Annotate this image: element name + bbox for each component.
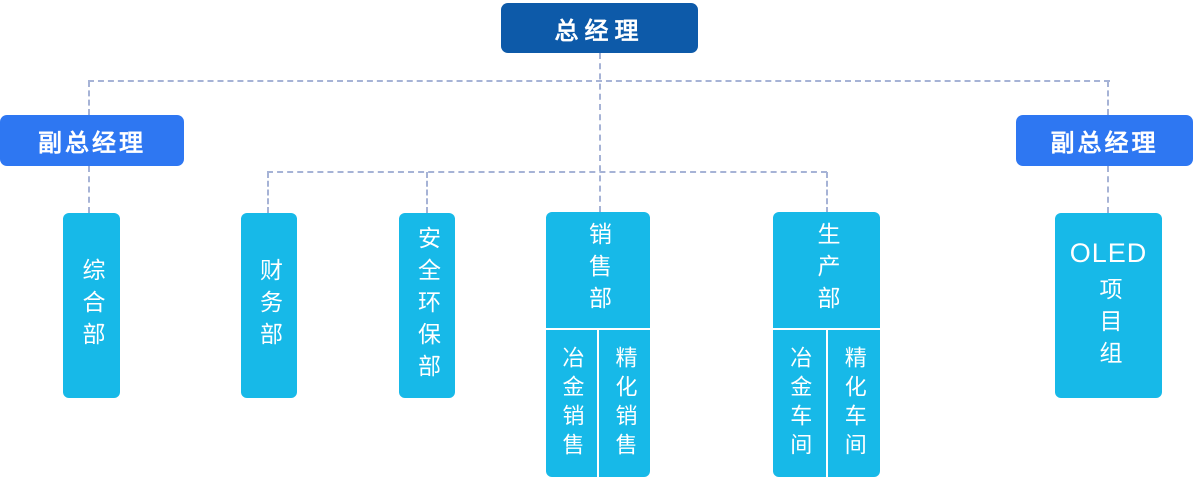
production-dept-label: 生产部 [814,222,840,318]
oled-label-en: OLED [1069,238,1148,268]
subunit-fine-chemical-sales: 精化销售 [597,330,650,477]
connector-finance-drop [267,172,269,213]
connector-deputy-left-top [88,81,90,115]
deputy-right-label: 副总经理 [1050,130,1159,157]
production-dept-header: 生产部 [773,212,880,330]
sales-dept-label: 销售部 [585,222,612,318]
node-finance-dept: 财务部 [241,213,297,398]
connector-level2-horizontal [267,171,827,173]
sales-dept-subunits: 冶金销售 精化销售 [546,330,650,477]
metallurgy-sales-label: 冶金销售 [559,345,585,462]
subunit-fine-chemical-workshop: 精化车间 [825,330,881,477]
node-deputy-general-manager-left: 副总经理 [0,115,184,166]
metallurgy-workshop-label: 冶金车间 [787,345,813,462]
deputy-left-label: 副总经理 [38,130,146,157]
finance-dept-label: 财务部 [256,257,283,354]
fine-chemical-sales-label: 精化销售 [612,345,638,462]
connector-deputy-right-top [1107,81,1109,115]
sales-dept-header: 销售部 [546,212,650,330]
general-manager-label: 总经理 [554,17,645,45]
node-general-dept: 综合部 [63,213,120,398]
node-deputy-general-manager-right: 副总经理 [1016,115,1193,166]
production-dept-subunits: 冶金车间 精化车间 [773,330,880,477]
node-sales-dept: 销售部 冶金销售 精化销售 [546,212,650,477]
subunit-metallurgy-workshop: 冶金车间 [773,330,826,477]
connector-deputy-right-bottom [1107,166,1109,213]
general-dept-label: 综合部 [79,257,105,354]
fine-chemical-workshop-label: 精化车间 [841,345,867,462]
connector-root-vertical [599,53,601,212]
connector-level1-horizontal [88,80,1110,82]
node-oled-project-group: OLED 项目组 [1055,213,1162,398]
connector-deputy-left-bottom [88,166,90,213]
connector-safety-drop [426,172,428,213]
node-safety-env-dept: 安全环保部 [399,213,455,398]
subunit-metallurgy-sales: 冶金销售 [546,330,597,477]
node-production-dept: 生产部 冶金车间 精化车间 [773,212,880,477]
connector-production-drop [826,172,828,213]
node-general-manager: 总经理 [501,3,698,53]
safety-env-dept-label: 安全环保部 [414,225,441,386]
oled-label-cn: 项目组 [1096,277,1122,373]
